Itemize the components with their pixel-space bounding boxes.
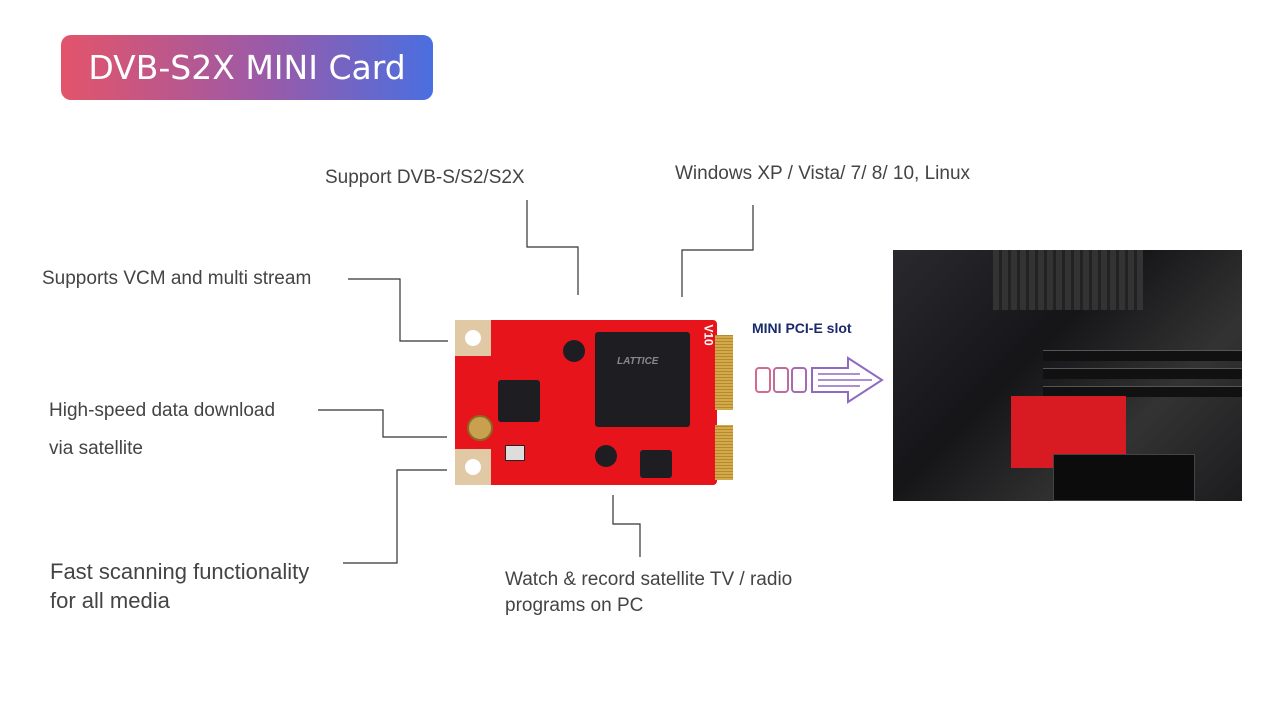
edge-connector-bottom xyxy=(715,425,733,480)
slot-arrow-icon xyxy=(755,356,884,404)
leader-line-vcm xyxy=(348,278,448,342)
version-mark: V10 xyxy=(701,324,716,346)
memory-slot xyxy=(1043,386,1242,397)
memory-chip xyxy=(640,450,672,478)
power-connector xyxy=(1053,454,1195,501)
demod-chip xyxy=(498,380,540,422)
leader-line-download xyxy=(318,409,447,438)
slide-title: DVB-S2X MINI Card xyxy=(61,35,433,100)
feature-watch: Watch & record satellite TV / radio prog… xyxy=(505,567,792,619)
feature-scan-line1: Fast scanning functionality xyxy=(50,559,310,584)
pcb-board: LATTICE V10 xyxy=(455,320,717,485)
fpga-chip: LATTICE xyxy=(595,332,690,427)
feature-os: Windows XP / Vista/ 7/ 8/ 10, Linux xyxy=(675,163,971,184)
feature-scan: Fast scanning functionality for all medi… xyxy=(50,557,309,615)
leader-line-scan xyxy=(343,469,447,564)
motherboard-photo xyxy=(893,250,1242,501)
antenna-connector xyxy=(467,415,493,441)
chip-brand-text: LATTICE xyxy=(617,356,659,367)
feature-download-line2: via satellite xyxy=(49,438,143,459)
memory-slot xyxy=(1043,368,1242,379)
leader-line-watch xyxy=(612,495,641,557)
slot-label: MINI PCI-E slot xyxy=(752,320,852,336)
edge-connector-top xyxy=(715,335,733,410)
mount-hole-top xyxy=(455,320,491,356)
mount-hole-bottom xyxy=(455,449,491,485)
feature-watch-line2: programs on PC xyxy=(505,595,644,616)
feature-scan-line2: for all media xyxy=(50,588,170,613)
feature-vcm: Supports VCM and multi stream xyxy=(42,268,312,289)
feature-watch-line1: Watch & record satellite TV / radio xyxy=(505,569,793,590)
memory-slot xyxy=(1043,350,1242,361)
cpu-heatsink xyxy=(993,250,1143,310)
inductor xyxy=(563,340,585,362)
leader-line-standards xyxy=(526,200,579,295)
inductor-2 xyxy=(595,445,617,467)
feature-standards: Support DVB-S/S2/S2X xyxy=(325,167,525,188)
crystal xyxy=(505,445,525,461)
leader-line-os xyxy=(681,205,754,297)
feature-download-line1: High-speed data download xyxy=(49,400,276,421)
